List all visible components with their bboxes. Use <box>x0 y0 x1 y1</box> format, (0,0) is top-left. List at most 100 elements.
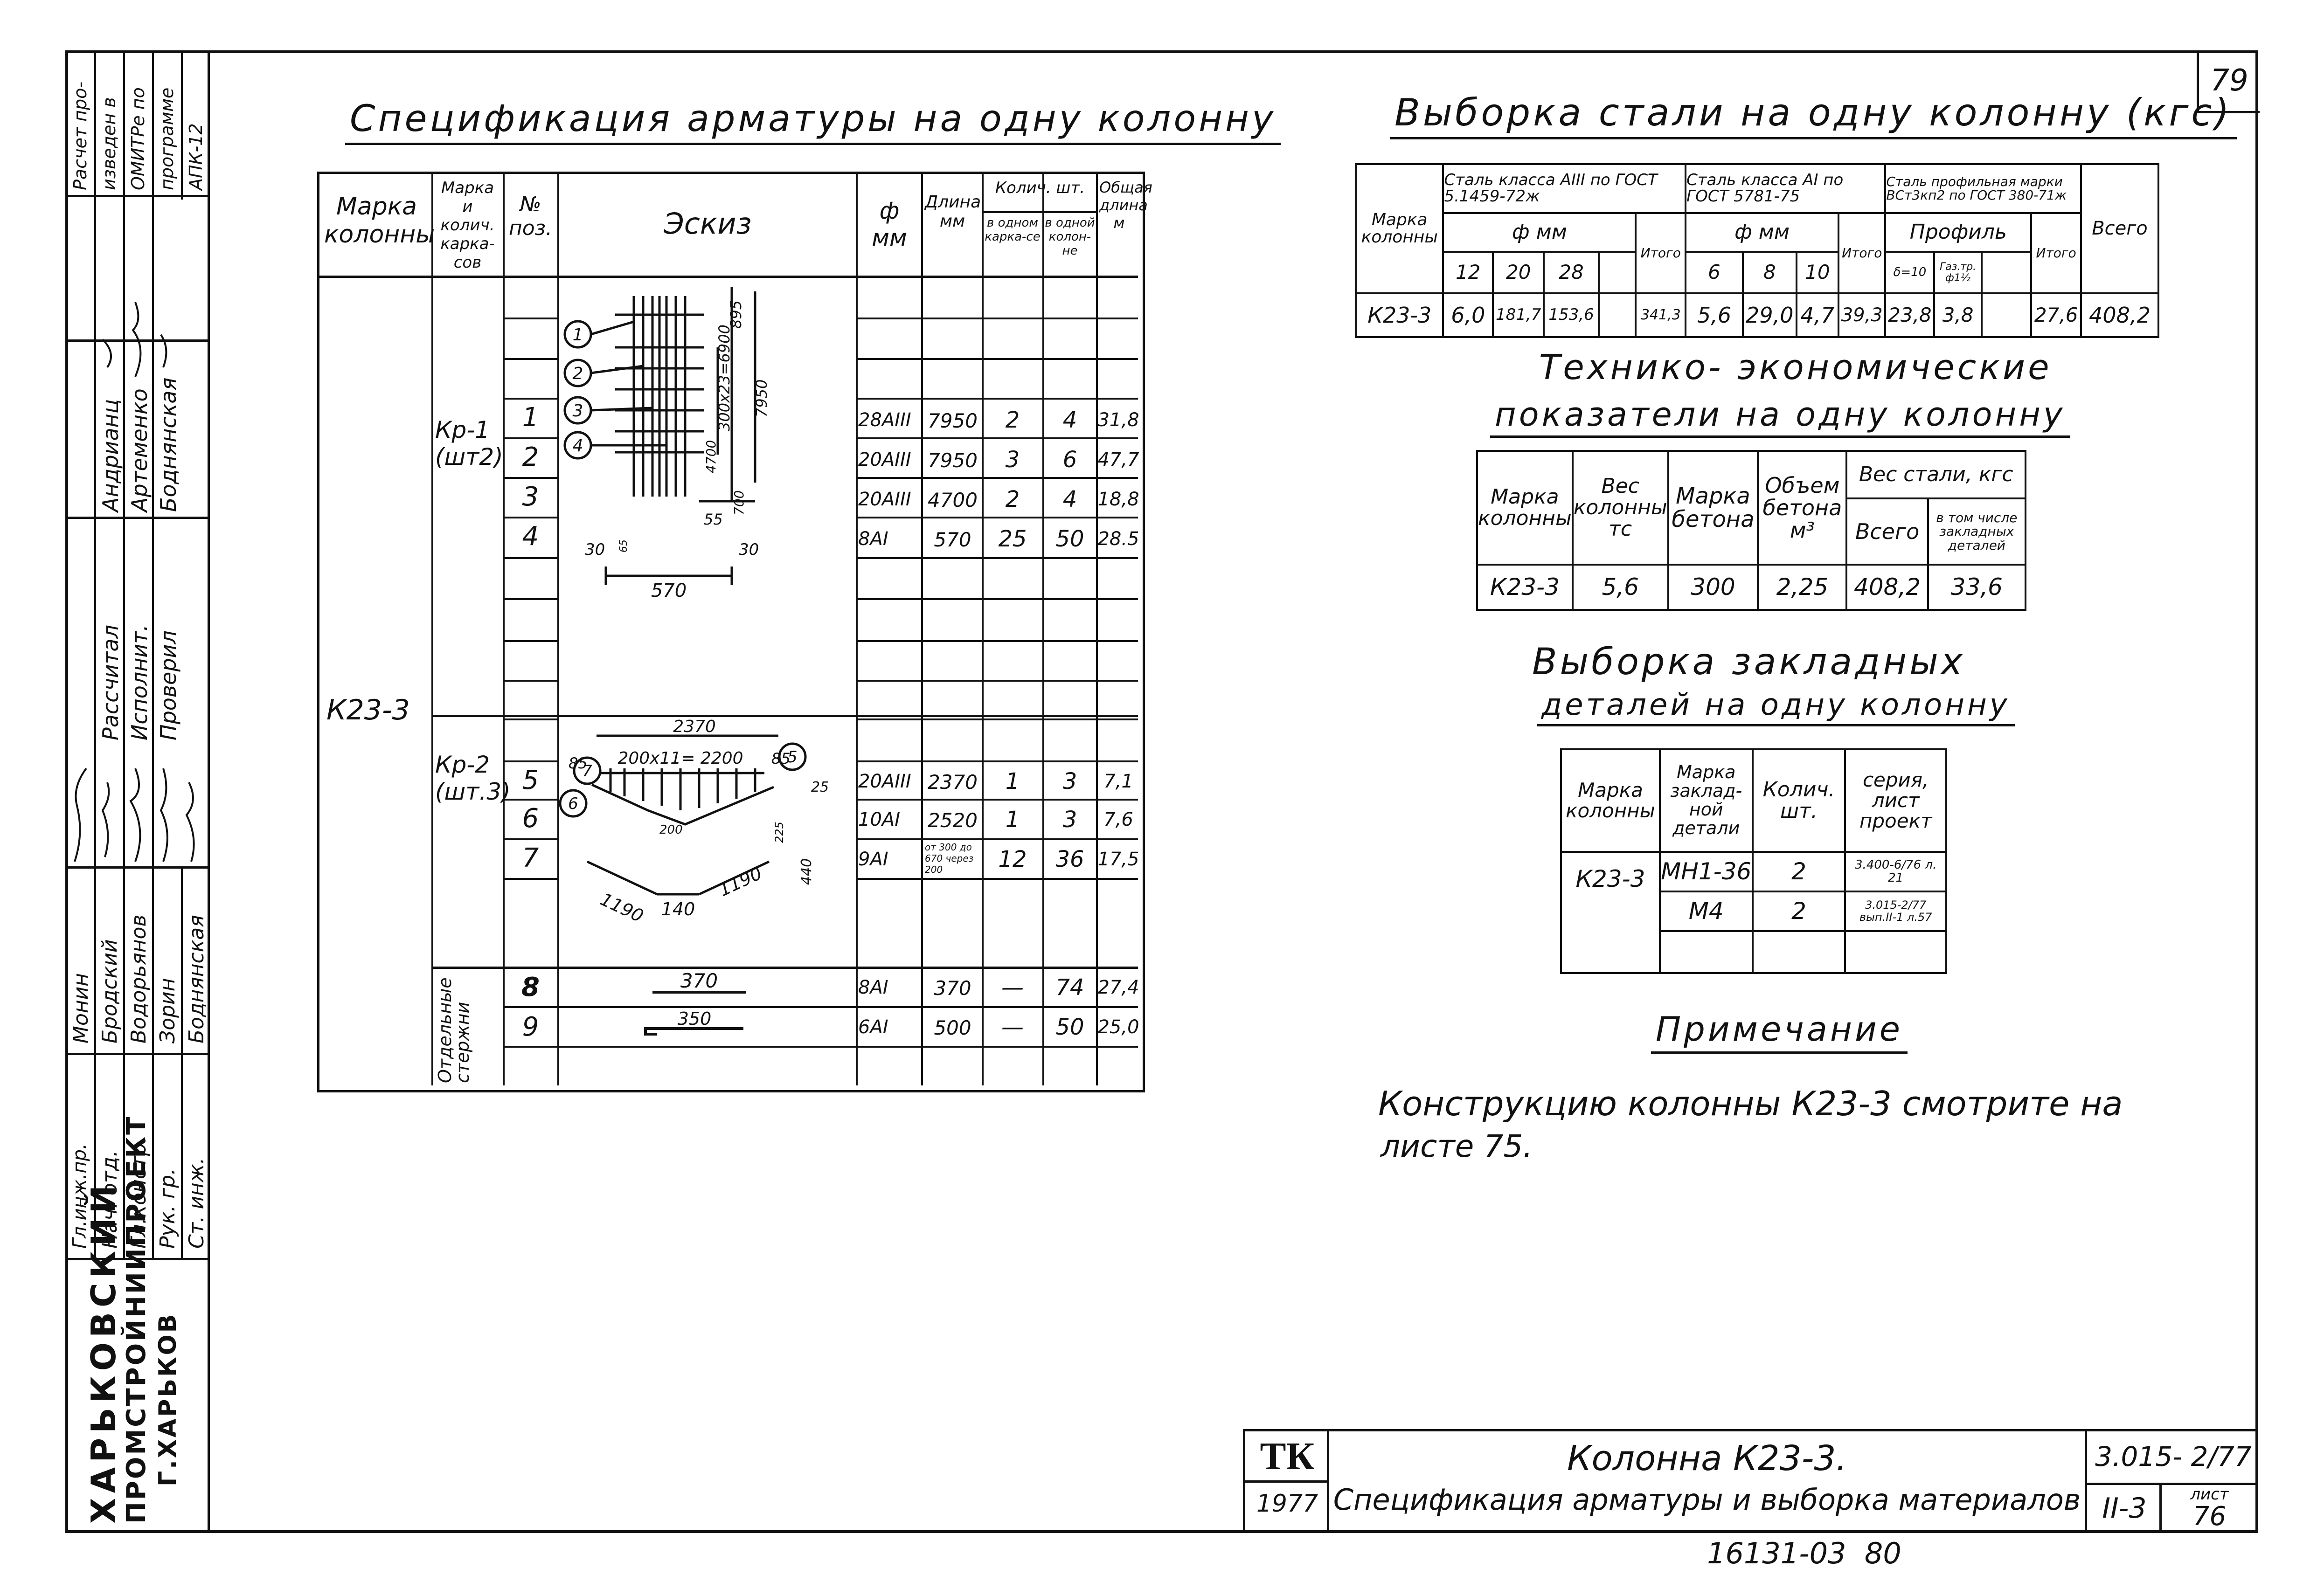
len-2: 7950 <box>928 449 978 472</box>
tech-h-concrete: Марка бетона <box>1667 449 1759 566</box>
stamp-sheet: 76 <box>2192 1501 2227 1532</box>
signatures <box>74 302 195 862</box>
tech-r-concrete: 300 <box>1667 564 1759 611</box>
column-mark: К23-3 <box>326 694 410 726</box>
emb-r-mark: К23-3 <box>1560 851 1661 974</box>
diam-8: 8АI <box>858 977 888 998</box>
h-qty-frame: в одном карка-се <box>985 216 1041 244</box>
embedded-table: Марка колонны Марка заклад-ной детали Ко… <box>1560 748 1947 974</box>
tot-2: 47,7 <box>1097 449 1139 470</box>
steel-d20: 20 <box>1492 251 1545 294</box>
pos-2: 2 <box>522 442 539 472</box>
q2-5: 3 <box>1062 768 1077 794</box>
dim-440: 440 <box>798 858 815 885</box>
len-4: 570 <box>934 528 971 551</box>
stamp-year: 1977 <box>1256 1490 1318 1518</box>
dim-140: 140 <box>661 899 695 919</box>
steel-r-20: 181,7 <box>1492 292 1545 338</box>
stamp-title-2: Спецификация арматуры и выборка материал… <box>1333 1483 2081 1517</box>
h-frame-mark: Марка и колич. карка-сов <box>440 179 495 272</box>
q2-2: 6 <box>1062 447 1077 473</box>
tech-h-volume: Объем бетона м³ <box>1757 449 1848 566</box>
len-6: 2520 <box>928 809 978 832</box>
group-kr2: Кр-2 (шт.3) <box>435 751 511 805</box>
q2-3: 4 <box>1062 486 1077 512</box>
frame-top <box>65 50 2257 53</box>
callout-2: 2 <box>573 364 583 383</box>
tot-5: 7,1 <box>1103 771 1133 792</box>
steel-p2: Газ.тр. ф1½ <box>1933 251 1983 294</box>
diam-5: 20АIII <box>858 771 911 792</box>
pos-9: 9 <box>522 1012 539 1042</box>
tot-7: 17,5 <box>1097 849 1139 870</box>
pos-6: 6 <box>522 803 539 834</box>
sketch-kr2: 2370 200х11= 2200 85 85 25 225 200 440 1… <box>559 717 829 926</box>
stamp-issue: II-3 <box>2102 1492 2147 1525</box>
tot-4: 28.5 <box>1097 528 1139 550</box>
h-sketch: Эскиз <box>664 207 752 241</box>
steel-d8: 8 <box>1741 251 1797 294</box>
steel-h-profile: Профиль <box>1884 212 2033 253</box>
tech-h-mark: Марка колонны <box>1476 449 1574 566</box>
embedded-title-1: Выборка закладных <box>1532 641 1965 683</box>
pos-4: 4 <box>522 521 539 552</box>
q1-2: 3 <box>1005 447 1020 473</box>
emb-r1-qty: 2 <box>1751 851 1846 892</box>
stamp-tk: ТК <box>1260 1435 1315 1478</box>
dim-25: 25 <box>811 779 829 795</box>
stamp-series: 3.015- 2/77 <box>2095 1441 2252 1472</box>
q1-5: 1 <box>1005 768 1020 794</box>
bar9-len: 350 <box>678 1009 712 1029</box>
h-total-len: Общая длина м <box>1099 179 1152 232</box>
tech-r-volume: 2,25 <box>1757 564 1848 611</box>
tot-8: 27,4 <box>1097 977 1139 998</box>
steel-h-a1: Сталь класса АI по ГОСТ 5781-75 <box>1685 163 1887 214</box>
page-number-box: 79 <box>2197 50 2260 113</box>
tech-r-embedded: 33,6 <box>1927 564 2027 611</box>
h-length: Длина мм <box>925 193 981 231</box>
diam-9: 6АI <box>858 1016 888 1038</box>
h-qty: Колич. шт. <box>995 179 1085 197</box>
note-text-2: листе 75. <box>1381 1128 1533 1164</box>
tech-h-embedded: в том числе закладных деталей <box>1927 497 2027 566</box>
callout-1: 1 <box>573 325 583 345</box>
frame-right <box>2255 50 2258 1533</box>
tech-r-total: 408,2 <box>1845 564 1929 611</box>
tech-h-steel: Вес стали, кгс <box>1845 450 2026 499</box>
note-title: Примечание <box>1651 1009 1908 1054</box>
emb-r1-detail: МН1-36 <box>1658 851 1754 892</box>
tech-h-weight: Вес колонны тс <box>1571 449 1669 566</box>
sketch-bars: 370 350 <box>644 969 746 1036</box>
steel-r-12: 6,0 <box>1442 292 1494 338</box>
left-block: ХАРЬКОВСКИЙ ПРОМСТРОЙНИИПРОЕКТ Г.ХАРЬКОВ… <box>65 50 210 1530</box>
stamp-sheet-label: лист <box>2190 1485 2229 1504</box>
dim-spacing: 300х23=6900 <box>715 325 733 431</box>
len-1: 7950 <box>928 409 978 432</box>
steel-p3 <box>1980 251 2033 294</box>
spec-title: Спецификация арматуры на одну колонну <box>345 98 1281 145</box>
steel-h-vsego: Всего <box>2080 163 2159 294</box>
dim-4700: 4700 <box>703 440 719 473</box>
len-9: 500 <box>934 1016 971 1039</box>
steel-r-itogo2: 39,3 <box>1838 292 1887 338</box>
emb-r2-detail: М4 <box>1658 891 1754 932</box>
steel-d6: 6 <box>1685 251 1744 294</box>
q1-6: 1 <box>1005 807 1020 833</box>
dim-700: 700 <box>731 490 747 515</box>
bottom-stamp: 16131-03 80 <box>1707 1536 1901 1570</box>
dim-2200: 200х11= 2200 <box>617 749 743 768</box>
bar8-len: 370 <box>680 969 718 992</box>
dim-30a: 30 <box>585 540 605 559</box>
spec-table: Марка колонны Марка и колич. карка-сов №… <box>317 172 1152 1092</box>
callout-7: 7 <box>582 762 592 781</box>
note-text-1: Конструкцию колонны К23-3 смотрите на <box>1378 1084 2123 1123</box>
steel-table: Марка колонны Сталь класса АIII по ГОСТ … <box>1354 163 2159 338</box>
diam-4: 8АI <box>858 528 888 550</box>
steel-r-mark: К23-3 <box>1354 292 1444 338</box>
embedded-title-2: деталей на одну колонну <box>1537 688 2015 726</box>
steel-r-itogo3: 27,6 <box>2030 292 2082 338</box>
callout-6: 6 <box>568 794 578 813</box>
len-7: от 300 до 670 через 200 <box>925 842 974 875</box>
dim-85b: 85 <box>771 750 791 767</box>
h-mark: Марка колонны <box>324 193 435 249</box>
